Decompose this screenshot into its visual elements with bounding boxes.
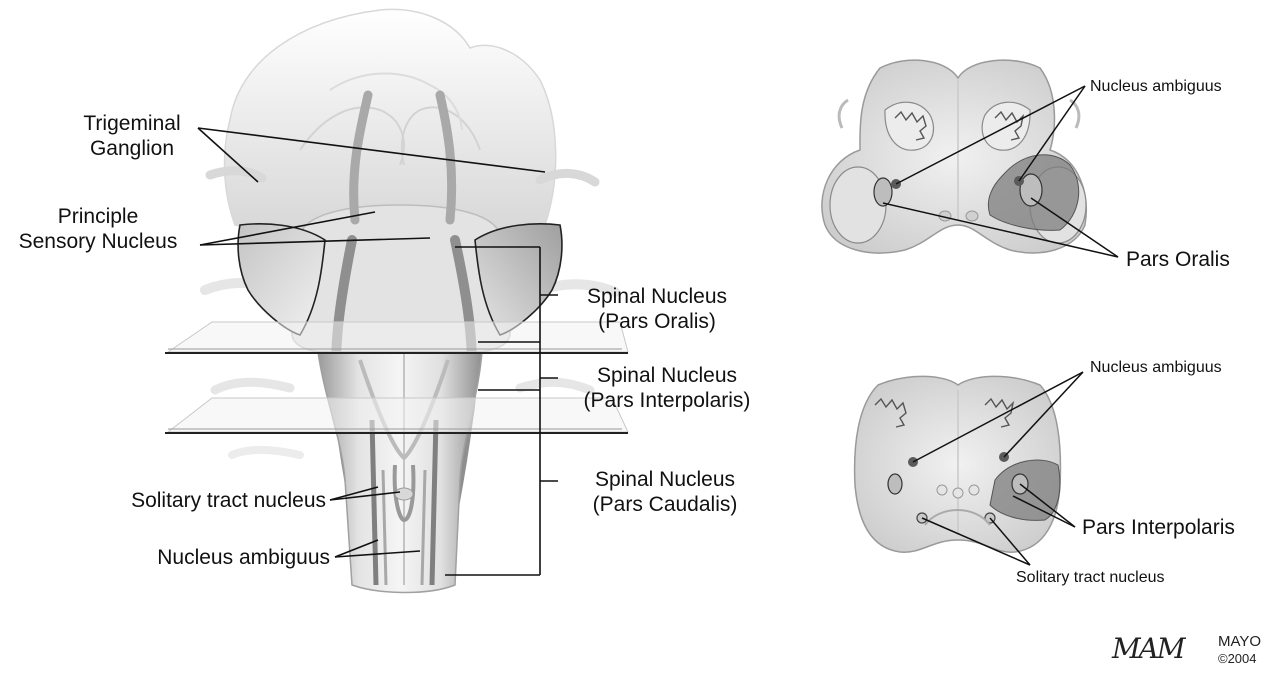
label-trigeminal-ganglion-line2: Ganglion: [89, 136, 175, 160]
lower-cross-section: [853, 375, 1062, 553]
label-pars-oralis-text: Pars Oralis: [1126, 248, 1230, 271]
label-pars-oralis: Pars Oralis: [1126, 248, 1230, 273]
leader-lines-lower-section: [912, 371, 1084, 566]
label-trigeminal-ganglion: Trigeminal Ganglion: [66, 112, 198, 162]
label-lower-nucleus-ambiguus: Nucleus ambiguus: [1090, 359, 1222, 378]
label-pars-interpolaris-text: Pars Interpolaris: [1082, 516, 1235, 539]
label-solitary-tract-nucleus-text: Solitary tract nucleus: [131, 489, 326, 512]
label-trigeminal-ganglion-line1: Trigeminal: [83, 112, 181, 135]
label-spinal-oralis-line2: (Pars Oralis): [598, 309, 716, 333]
label-solitary-tract-nucleus: Solitary tract nucleus: [60, 489, 326, 514]
label-spinal-nucleus-oralis: Spinal Nucleus (Pars Oralis): [562, 285, 752, 335]
label-principle-sensory-nucleus-line1: Principle: [57, 205, 139, 228]
artist-signature: MAM: [1112, 632, 1186, 665]
leader-lines-left: [197, 127, 558, 576]
label-spinal-interpolaris-line1: Spinal Nucleus: [596, 364, 738, 387]
brainstem-illustration: [165, 8, 629, 594]
upper-brain: [223, 8, 557, 230]
label-spinal-caudalis-line2: (Pars Caudalis): [592, 492, 738, 516]
label-principle-sensory-nucleus: Principle Sensory Nucleus: [2, 205, 194, 255]
label-lower-solitary-tract-nucleus: Solitary tract nucleus: [1016, 569, 1165, 588]
label-upper-nucleus-ambiguus-text: Nucleus ambiguus: [1090, 78, 1222, 95]
label-spinal-nucleus-caudalis: Spinal Nucleus (Pars Caudalis): [570, 468, 760, 518]
mayo-credit: MAYO: [1218, 633, 1262, 650]
label-spinal-interpolaris-line2: (Pars Interpolaris): [583, 388, 751, 412]
section-plane-lower: [165, 397, 629, 434]
label-lower-nucleus-ambiguus-text: Nucleus ambiguus: [1090, 359, 1222, 376]
label-spinal-oralis-line1: Spinal Nucleus: [586, 285, 728, 308]
copyright-year: ©2004: [1218, 651, 1257, 666]
label-upper-nucleus-ambiguus: Nucleus ambiguus: [1090, 78, 1222, 97]
leader-lines-upper-section: [882, 85, 1119, 258]
label-principle-sensory-nucleus-line2: Sensory Nucleus: [18, 229, 178, 253]
upper-cross-section: [821, 59, 1087, 254]
label-spinal-caudalis-line1: Spinal Nucleus: [594, 468, 736, 491]
label-nucleus-ambiguus-text: Nucleus ambiguus: [157, 546, 330, 569]
section-plane-upper: [165, 321, 629, 354]
label-spinal-nucleus-interpolaris: Spinal Nucleus (Pars Interpolaris): [562, 364, 772, 414]
label-lower-solitary-tract-nucleus-text: Solitary tract nucleus: [1016, 569, 1165, 586]
label-pars-interpolaris: Pars Interpolaris: [1082, 516, 1235, 541]
label-nucleus-ambiguus: Nucleus ambiguus: [90, 546, 330, 571]
